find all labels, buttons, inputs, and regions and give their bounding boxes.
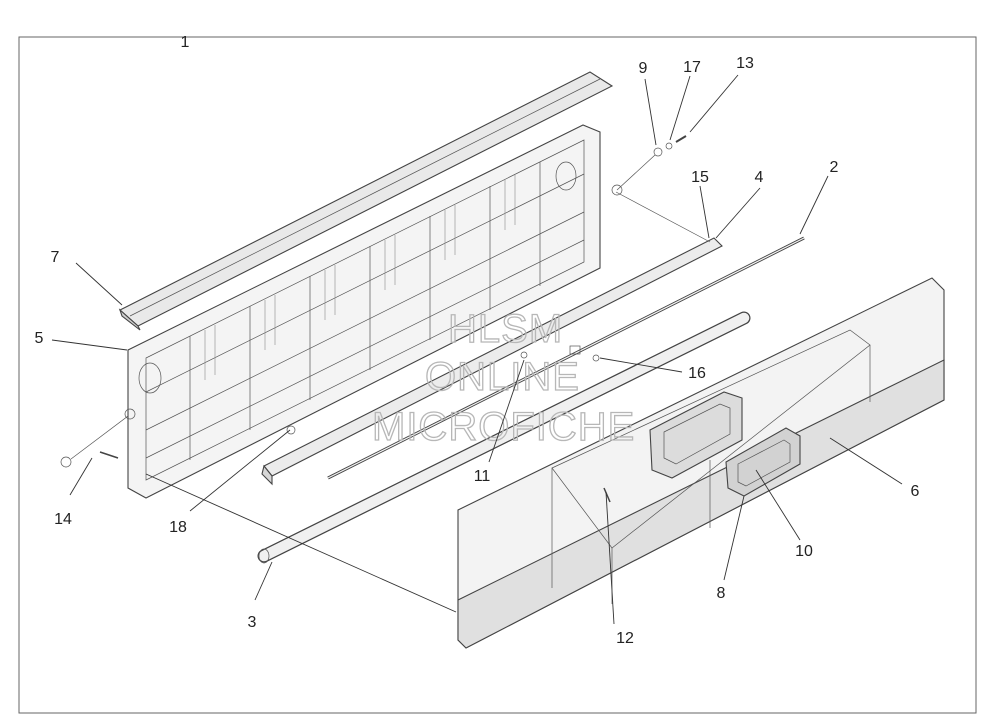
callout-13: 13 (736, 55, 754, 72)
callout-7: 7 (51, 249, 60, 266)
part-4-lower-rail (261, 237, 723, 486)
watermark-line3: MICROFICHE (372, 405, 635, 449)
part-8-handle (725, 427, 801, 497)
callout-6: 6 (911, 483, 920, 500)
callout-11: 11 (474, 468, 491, 485)
part-5-tailgate-frame (124, 124, 623, 499)
hardware-fasteners (60, 135, 711, 503)
part-7-top-cap (118, 71, 614, 331)
callout-1: 1 (181, 34, 190, 51)
callout-12: 12 (616, 630, 634, 647)
callout-18: 18 (169, 519, 187, 536)
diagram-frame (18, 36, 977, 714)
callout-5: 5 (35, 330, 44, 347)
callout-16: 16 (688, 365, 706, 382)
watermark: HLSM ONLINE MICROFICHE (371, 306, 635, 449)
watermark-line1: HLSM (448, 307, 563, 351)
callout-8: 8 (717, 585, 726, 602)
part-6-outer-panel (457, 277, 945, 649)
part-10-handle-bezel (649, 391, 743, 479)
callout-3: 3 (248, 614, 257, 631)
part-2-rod (327, 236, 805, 480)
callout-4: 4 (755, 169, 764, 186)
callout-2: 2 (830, 159, 839, 176)
watermark-line2: ONLINE (425, 355, 580, 399)
callout-9: 9 (639, 60, 648, 77)
callout-labels: 1 2 3 4 5 6 7 8 9 10 11 12 13 14 15 16 1… (35, 34, 920, 647)
callout-14: 14 (54, 511, 72, 528)
callout-15: 15 (691, 169, 709, 186)
callout-17: 17 (683, 59, 701, 76)
part-3-tube (257, 311, 751, 564)
callout-10: 10 (795, 543, 813, 560)
leader-lines (51, 74, 903, 625)
